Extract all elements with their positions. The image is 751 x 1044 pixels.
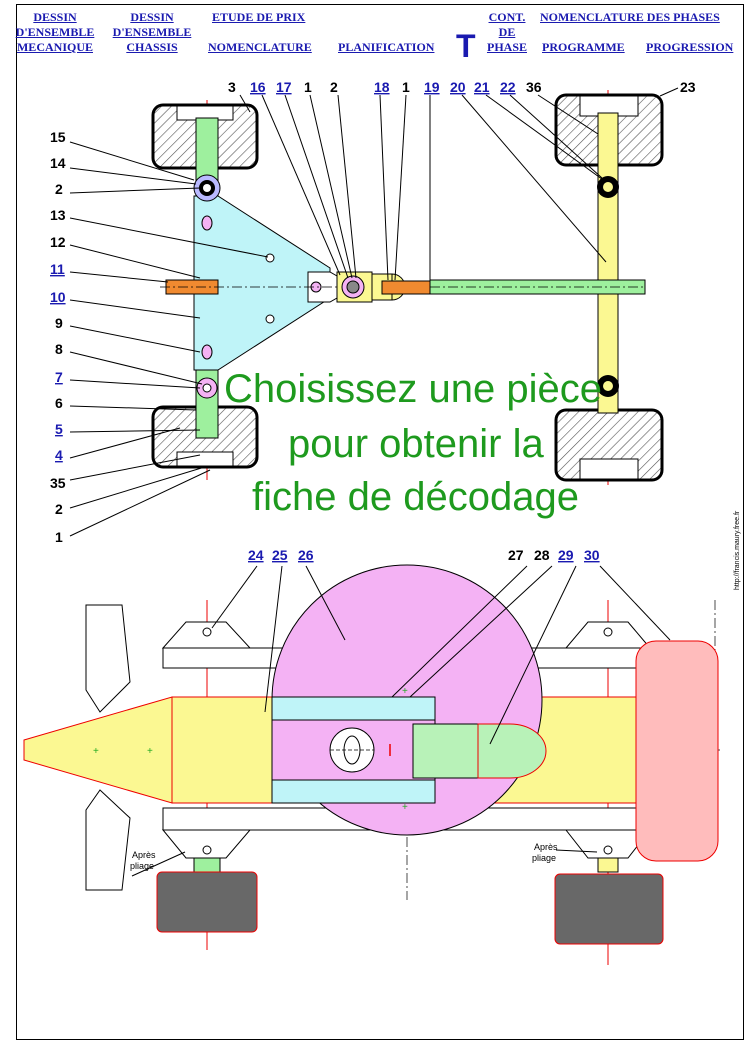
leader-lines-bottom — [211, 565, 671, 745]
part-label-28[interactable]: 28 — [534, 547, 550, 563]
part-label-14[interactable]: 14 — [50, 155, 66, 171]
part-label-27[interactable]: 27 — [508, 547, 524, 563]
credit-url: http://francis.maury.free.fr — [734, 510, 741, 590]
part-label-6[interactable]: 6 — [55, 395, 63, 411]
nav-nomenclature[interactable]: NOMENCLATURE — [208, 40, 312, 54]
part-label-10[interactable]: 10 — [50, 289, 66, 305]
part-label-22[interactable]: 22 — [500, 79, 516, 95]
bent-bracket-bottom[interactable] — [85, 789, 131, 891]
instruction-line-3: fiche de décodage — [252, 475, 579, 519]
part-label-17[interactable]: 17 — [276, 79, 292, 95]
part-label-12[interactable]: 12 — [50, 234, 66, 250]
part-label-13[interactable]: 13 — [50, 207, 66, 223]
bent-bracket-top[interactable] — [85, 604, 131, 713]
nav-etude-de-prix[interactable]: ETUDE DE PRIX — [212, 10, 306, 24]
nav-nomenclature-des-phases[interactable]: NOMENCLATURE DES PHASES — [540, 10, 720, 24]
part-label-23[interactable]: 23 — [680, 79, 696, 95]
tie-rod-right[interactable] — [381, 280, 431, 295]
axle-pin[interactable] — [201, 215, 213, 231]
apres-pliage-left-1: Après — [132, 850, 156, 860]
nav-contrat-de-phase[interactable]: CONT. DE PHASE — [480, 10, 534, 55]
part-label-20[interactable]: 20 — [450, 79, 466, 95]
tire-right[interactable] — [554, 873, 664, 945]
part-label-15[interactable]: 15 — [50, 129, 66, 145]
apres-pliage-right-2: pliage — [532, 853, 556, 863]
nav-line: CHASSIS — [126, 40, 178, 54]
part-label-29[interactable]: 29 — [558, 547, 574, 563]
nav-line: PHASE — [486, 40, 527, 54]
mount-bottom-right[interactable] — [564, 829, 652, 859]
part-label-36[interactable]: 36 — [526, 79, 542, 95]
nav-progression[interactable]: PROGRESSION — [646, 40, 734, 54]
part-label-25[interactable]: 25 — [272, 547, 288, 563]
nav-line: DESSIN — [33, 10, 77, 24]
part-label-4[interactable]: 4 — [55, 447, 63, 463]
nav-line: D'ENSEMBLE — [112, 25, 192, 39]
svg-text:+: + — [147, 746, 153, 757]
part-label-3[interactable]: 3 — [228, 79, 236, 95]
nav-line: MECANIQUE — [16, 40, 93, 54]
part-label-11[interactable]: 11 — [50, 261, 65, 277]
part-label-7[interactable]: 7 — [55, 369, 63, 385]
plate-hole — [265, 314, 275, 324]
part-label-19[interactable]: 19 — [424, 79, 440, 95]
part-label-21[interactable]: 21 — [474, 79, 490, 95]
part-label-9[interactable]: 9 — [55, 315, 63, 331]
part-label-30[interactable]: 30 — [584, 547, 600, 563]
part-label-1[interactable]: 1 — [402, 79, 410, 95]
nav-planification[interactable]: PLANIFICATION — [338, 40, 435, 54]
tire-left[interactable] — [156, 871, 258, 933]
nav-programme[interactable]: PROGRAMME — [542, 40, 625, 54]
slider-tip[interactable] — [477, 723, 547, 779]
part-label-35[interactable]: 35 — [50, 475, 66, 491]
part-label-8[interactable]: 8 — [55, 341, 63, 357]
plate-hole — [265, 253, 275, 263]
mount-bottom-left[interactable] — [161, 829, 252, 859]
part-label-1[interactable]: 1 — [304, 79, 312, 95]
nav-t-symbol[interactable]: T — [456, 28, 476, 64]
part-label-24[interactable]: 24 — [248, 547, 264, 563]
bumper-pad[interactable] — [635, 640, 719, 862]
nav-dessin-ensemble-chassis[interactable]: DESSIN D'ENSEMBLE CHASSIS — [106, 10, 198, 55]
page-frame — [16, 4, 744, 1040]
apres-pliage-left-2: pliage — [130, 861, 154, 871]
instruction-line-2: pour obtenir la — [288, 422, 544, 466]
svg-text:+: + — [93, 746, 99, 757]
nav-line: DESSIN — [130, 10, 174, 24]
svg-text:+: + — [402, 686, 408, 697]
axle-pin[interactable] — [201, 344, 213, 360]
nav-line: DE — [498, 25, 516, 39]
apres-pliage-right-1: Après — [534, 842, 558, 852]
part-label-18[interactable]: 18 — [374, 79, 390, 95]
part-label-16[interactable]: 16 — [250, 79, 266, 95]
svg-text:+: + — [402, 802, 408, 813]
part-label-5[interactable]: 5 — [55, 421, 63, 437]
part-label-26[interactable]: 26 — [298, 547, 314, 563]
part-label-2[interactable]: 2 — [55, 181, 63, 197]
wheel-rear-bottom[interactable] — [554, 408, 664, 482]
part-label-2[interactable]: 2 — [55, 501, 63, 517]
nav-line: D'ENSEMBLE — [15, 25, 95, 39]
nav-dessin-ensemble-mecanique[interactable]: DESSIN D'ENSEMBLE MECANIQUE — [12, 10, 98, 55]
mechanism-side-view: + + + + Après pliage Après pliage — [23, 564, 720, 965]
part-label-2[interactable]: 2 — [330, 79, 338, 95]
leader-lines-top — [69, 87, 679, 537]
slider[interactable] — [412, 723, 479, 779]
instruction-line-1: Choisissez une pièce — [224, 367, 602, 411]
part-label-1[interactable]: 1 — [55, 529, 63, 545]
nav-line: CONT. — [488, 10, 526, 24]
